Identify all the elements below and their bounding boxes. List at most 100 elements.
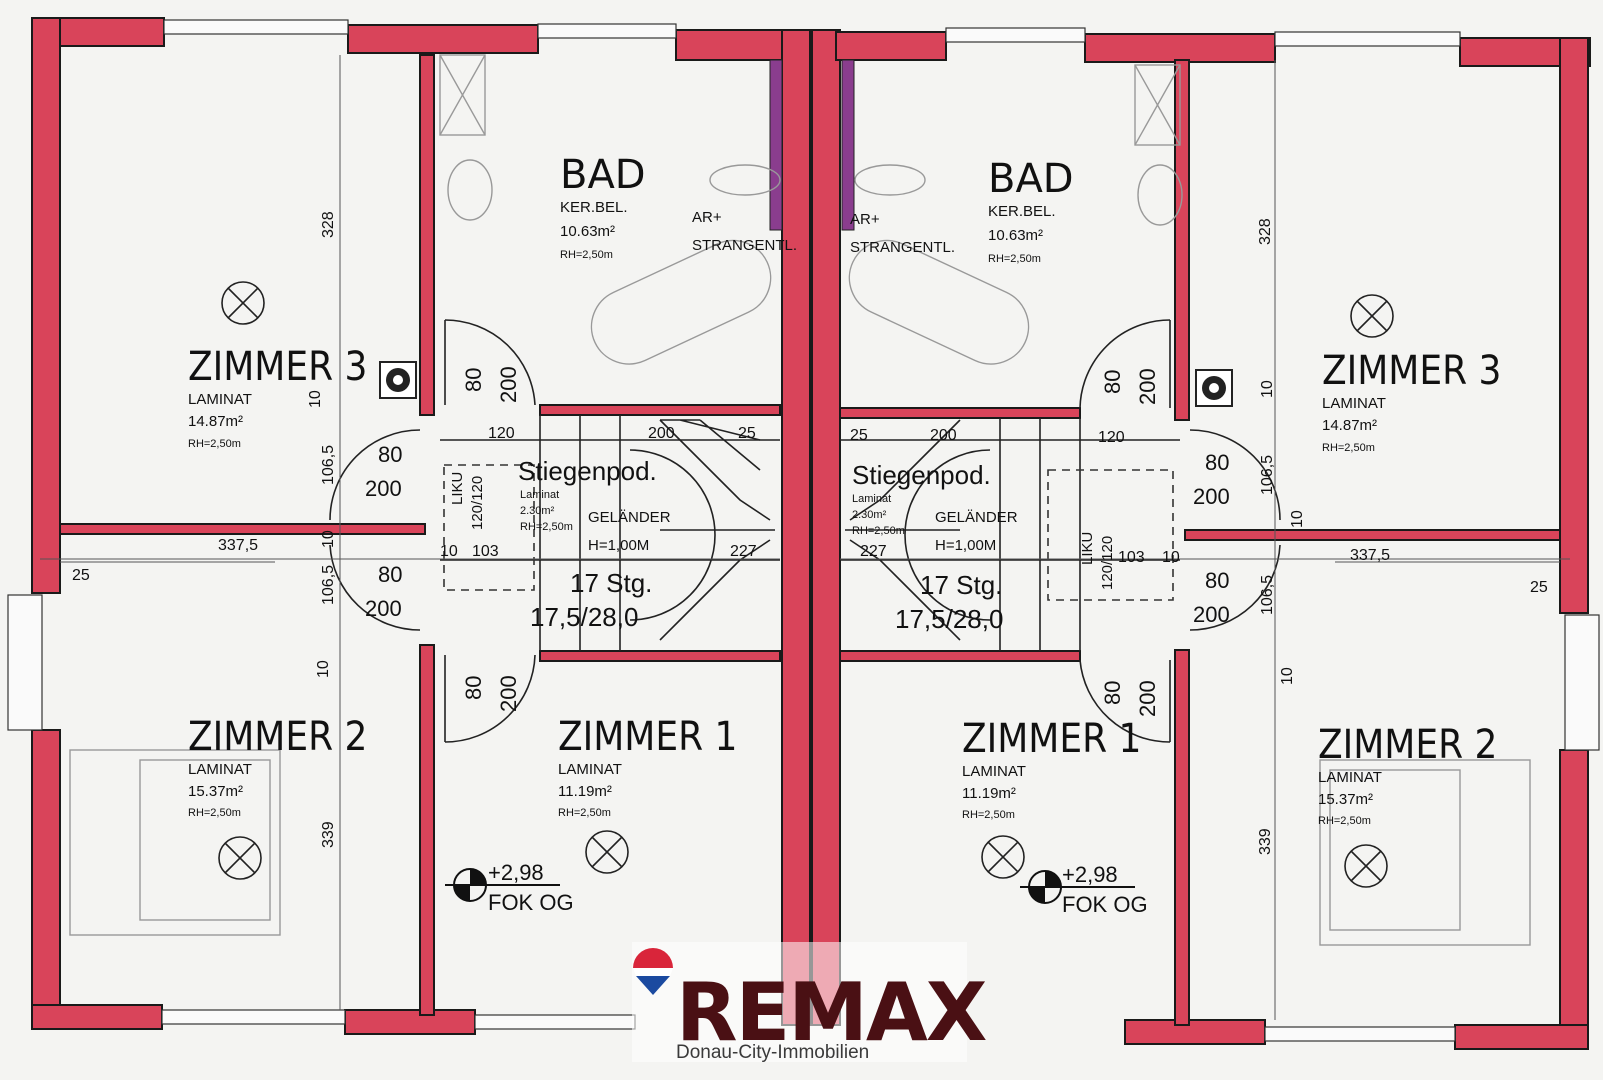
right-level-value: +2,98 [1062,862,1118,887]
ceiling-lights [218,281,1394,888]
right-z2-name: ZIMMER 2 [1318,722,1497,768]
left-bad-height: RH=2,50m [560,249,613,261]
left-z1-name: ZIMMER 1 [558,714,737,760]
left-staircase [440,415,780,651]
left-dim-10-c: 10 [315,660,332,678]
left-dim-10-b: 10 [320,530,337,548]
right-z1-name: ZIMMER 1 [962,716,1141,762]
right-stiege-ratio: 17,5/28,0 [895,604,1003,634]
left-door-80-b: 80 [378,562,402,587]
right-dim-10-c: 10 [1279,667,1296,685]
left-z1-height: RH=2,50m [558,807,611,819]
right-dim-103: 103 [1118,549,1145,566]
left-door-80-a: 80 [378,442,402,467]
left-dim-200: 200 [648,425,675,442]
right-z1-height: RH=2,50m [962,809,1015,821]
dimension-lines [40,55,1570,1020]
left-door-200-c: 200 [496,366,521,403]
left-z2-height: RH=2,50m [188,807,241,819]
right-stiege-area: 2.30m² [852,509,887,521]
left-z3-name: ZIMMER 3 [188,344,367,390]
right-door-200-c: 200 [1135,368,1160,405]
bathroom-fixtures [439,54,1183,365]
left-door-200-d: 200 [496,675,521,712]
level-marker-left [445,868,560,902]
right-z3-name: ZIMMER 3 [1322,348,1501,394]
balloon-icon [633,948,673,995]
left-z3-floor: LAMINAT [188,391,252,408]
left-liku-box [443,464,535,591]
right-z3-height: RH=2,50m [1322,442,1375,454]
right-bad-note1: AR+ [850,211,880,228]
left-door-80-d: 80 [461,676,486,700]
right-stiege-rail: GELÄNDER [935,509,1018,526]
left-dim-25-a: 25 [72,567,90,584]
left-liku-label: LIKU [449,472,466,505]
left-bad-floor: KER.BEL. [560,199,628,216]
right-liku-size: 120/120 [1099,536,1116,590]
left-dim-1065-a: 106,5 [320,445,337,485]
left-z2-floor: LAMINAT [188,761,252,778]
left-door-200-a: 200 [365,476,402,501]
left-dim-103: 103 [472,543,499,560]
right-door-200-d: 200 [1135,680,1160,717]
left-stiege-name: Stiegenpod. [518,456,657,486]
left-z1-area: 11.19m² [558,783,612,800]
right-door-200-b: 200 [1193,602,1230,627]
left-bad-note1: AR+ [692,209,722,226]
right-bad-note2: STRANGENTL. [850,239,955,256]
right-door-80-d: 80 [1100,681,1125,705]
right-dim-339: 339 [1257,828,1274,855]
right-door-80-b: 80 [1205,568,1229,593]
right-dim-1065-a: 106,5 [1259,455,1276,495]
right-level-label: FOK OG [1062,892,1148,917]
right-z2-height: RH=2,50m [1318,815,1371,827]
left-door-200-b: 200 [365,596,402,621]
right-dim-227: 227 [860,543,887,560]
left-dim-339: 339 [320,821,337,848]
right-dim-25-b: 25 [850,427,868,444]
right-door-200-a: 200 [1193,484,1230,509]
left-stiege-floor: Laminat [520,489,559,501]
left-stiege-area: 2.30m² [520,505,555,517]
left-dim-10-d: 10 [440,543,458,560]
left-z3-area: 14.87m² [188,413,243,430]
windows [7,19,1600,1042]
right-stiege-steps: 17 Stg. [920,570,1002,600]
right-dim-200: 200 [930,427,957,444]
left-stiege-rail: GELÄNDER [588,509,671,526]
right-stiege-floor: Laminat [852,493,891,505]
remax-subtitle: Donau-City-Immobilien [676,1042,869,1063]
left-stiege-rail-h: H=1,00M [588,537,649,554]
left-level-value: +2,98 [488,860,544,885]
left-dim-120: 120 [488,425,515,442]
right-liku-box [1047,469,1174,601]
right-bad-floor: KER.BEL. [988,203,1056,220]
left-z2-area: 15.37m² [188,783,243,800]
level-marker-right [1020,870,1135,904]
right-z3-floor: LAMINAT [1322,395,1386,412]
left-bad-name: BAD [560,152,646,198]
walls [31,17,1591,1050]
right-staircase [840,418,1180,651]
right-z2-area: 15.37m² [1318,791,1373,808]
left-stiege-height: RH=2,50m [520,521,573,533]
left-z2-name: ZIMMER 2 [188,714,367,760]
right-bad-height: RH=2,50m [988,253,1041,265]
right-door-80-c: 80 [1100,370,1125,394]
right-bad-name: BAD [988,156,1074,202]
left-z1-floor: LAMINAT [558,761,622,778]
right-bad-area: 10.63m² [988,227,1043,244]
right-dim-10-a: 10 [1259,380,1276,398]
left-dim-25-b: 25 [738,425,756,442]
left-bad-area: 10.63m² [560,223,615,240]
right-door-80-a: 80 [1205,450,1229,475]
right-liku-label: LIKU [1079,532,1096,565]
flue-markers [379,361,1233,407]
beds [69,749,1531,946]
right-dim-25-a: 25 [1530,579,1548,596]
left-dim-328: 328 [320,211,337,238]
left-door-80-c: 80 [461,368,486,392]
right-dim-10-b: 10 [1289,510,1306,528]
left-stiege-steps: 17 Stg. [570,568,652,598]
